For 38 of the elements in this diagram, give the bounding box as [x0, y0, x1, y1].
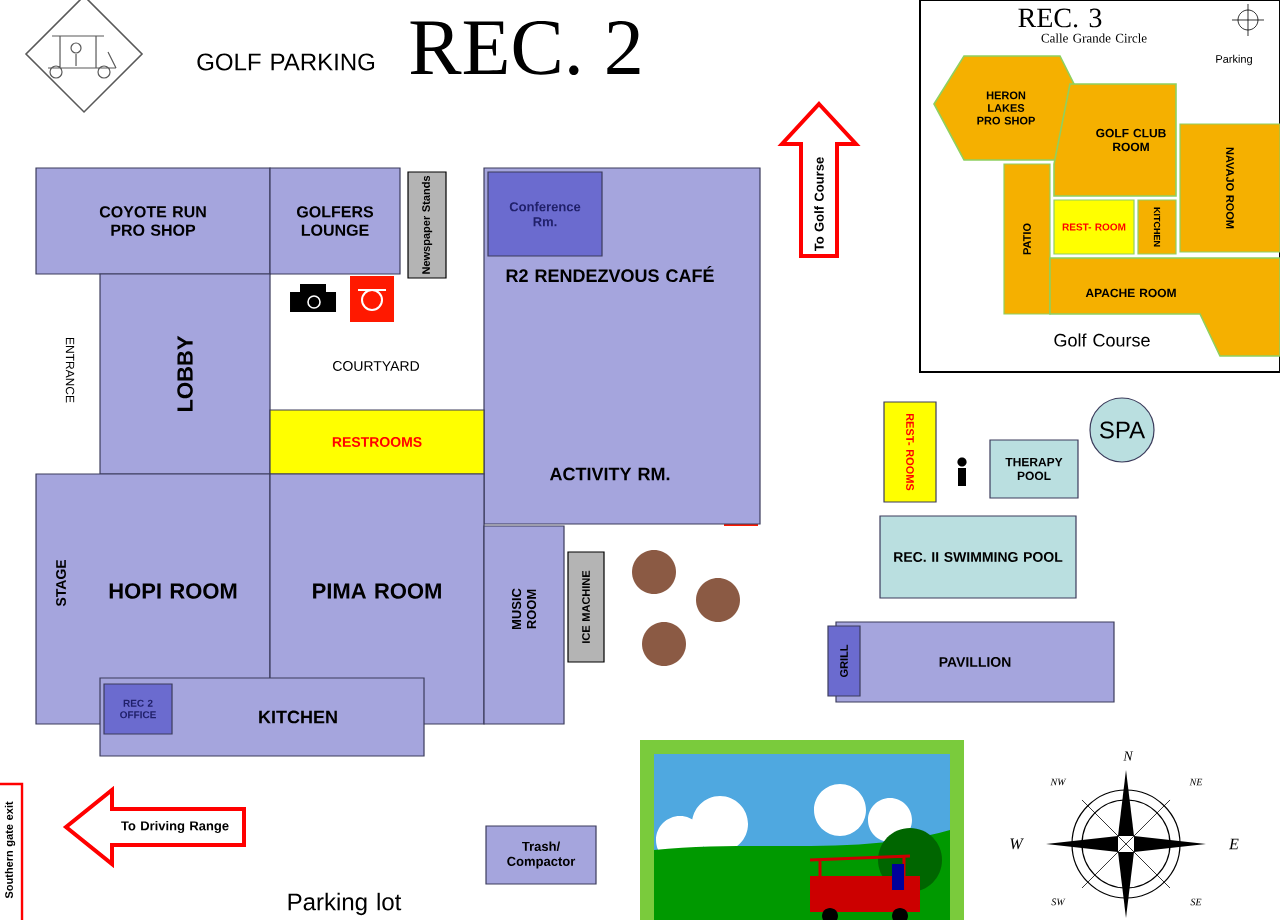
room-box: [487, 171, 603, 257]
room-box: [567, 551, 605, 663]
room-label: GOLFERS LOUNGE: [297, 206, 374, 236]
room-box: [989, 439, 1079, 499]
room-box: [407, 171, 447, 279]
room-label: R2 RENDEZVOUS CAFÉ: [506, 265, 714, 283]
room-box: [35, 167, 271, 275]
room-box: [483, 525, 565, 725]
room-label: KITCHEN: [259, 710, 337, 724]
compass-letter: W: [1010, 838, 1024, 850]
room-box: [99, 273, 271, 475]
room-label: LOBBY: [177, 335, 193, 411]
inset-title: REC. 3: [1018, 8, 1102, 28]
room-box: [485, 825, 597, 885]
room-box: [1003, 163, 1051, 315]
room-box: [835, 621, 1115, 703]
room-box: [827, 625, 861, 697]
parking-label: GOLF PARKING: [197, 53, 375, 71]
room-label: SPA: [1100, 421, 1146, 439]
course-label: Golf Course: [1054, 333, 1150, 347]
room-box: [1053, 83, 1177, 197]
compass-letter: E: [1228, 838, 1239, 850]
room-label: COYOTE RUN PRO SHOP: [99, 206, 206, 236]
parking-label: Parking lot: [288, 892, 402, 916]
room-box: [883, 401, 937, 503]
room-label: ACTIVITY RM.: [549, 467, 670, 481]
room-box: [269, 409, 485, 475]
room-box: [933, 55, 1075, 161]
room-box: [483, 167, 761, 525]
room-label: PIMA ROOM: [313, 583, 441, 599]
spa-circle: [1089, 397, 1155, 463]
room-box: [1053, 199, 1135, 255]
room-box: [269, 167, 401, 275]
room-box: [103, 683, 173, 735]
room-label: HOPI ROOM: [109, 583, 237, 599]
room-box: [1137, 199, 1177, 255]
room-box: [879, 515, 1077, 599]
title: REC. 2: [410, 20, 640, 76]
